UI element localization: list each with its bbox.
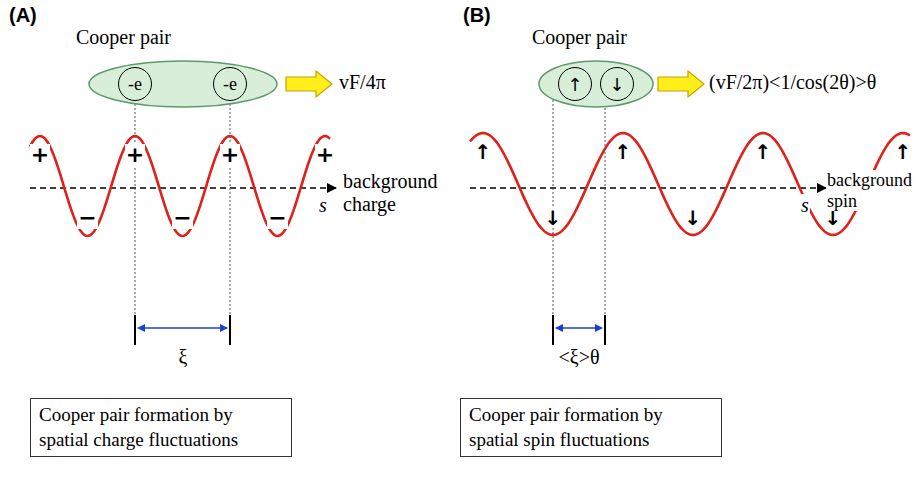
spin-arrow: ↑	[894, 142, 913, 162]
node-heading: Cooper pair	[532, 26, 627, 49]
guide-line	[230, 100, 231, 315]
axis-label: background spin	[826, 170, 914, 211]
charge-sign: −	[172, 207, 192, 229]
cooper-pair-ellipse: Cooper pair↑↓	[538, 60, 654, 108]
panel-label: (A)	[8, 4, 38, 27]
particle-label: ↑	[567, 74, 582, 95]
spin-arrow: ↑	[474, 142, 493, 162]
length-arrow	[556, 327, 602, 329]
length-label: <ξ>θ	[557, 346, 600, 369]
axis-symbol: s	[318, 194, 328, 217]
particle-circle: ↑	[558, 67, 592, 101]
axis-line	[30, 187, 336, 189]
charge-sign: +	[125, 144, 145, 166]
cooper-pair-ellipse: Cooper pair-e-e	[88, 60, 278, 108]
velocity-arrow	[658, 71, 704, 97]
bracket-line	[134, 315, 136, 345]
ellipse-outline	[538, 60, 654, 108]
charge-wave	[30, 136, 330, 236]
charge-sign: −	[77, 207, 97, 229]
length-arrow	[138, 327, 227, 329]
guide-line	[605, 100, 606, 315]
particle-circle: ↓	[600, 67, 634, 101]
caption-text: Cooper pair formation by spatial charge …	[39, 403, 283, 452]
particle-label: -e	[223, 74, 237, 95]
panel-label: (B)	[462, 4, 492, 27]
caption-box: Cooper pair formation by spatial spin fl…	[460, 398, 722, 457]
charge-sign: +	[315, 144, 335, 166]
charge-sign: −	[267, 207, 287, 229]
velocity-label: vF/4π	[338, 71, 387, 94]
node-heading: Cooper pair	[76, 26, 171, 49]
axis-line	[470, 187, 826, 189]
caption-box: Cooper pair formation by spatial charge …	[30, 398, 292, 457]
spin-arrow: ↓	[684, 208, 703, 228]
guide-line	[135, 100, 136, 315]
particle-label: -e	[128, 74, 142, 95]
charge-sign: +	[30, 144, 50, 166]
velocity-label: (vF/2π)<1/cos(2θ)>θ	[708, 71, 877, 94]
bracket-line	[552, 315, 554, 345]
particle-circle: -e	[118, 67, 152, 101]
axis-symbol: s	[800, 194, 810, 217]
charge-sign: +	[220, 144, 240, 166]
particle-label: ↓	[609, 74, 624, 95]
bracket-line	[604, 315, 606, 345]
spin-arrow: ↑	[754, 142, 773, 162]
ellipse-outline	[88, 60, 278, 108]
length-label: ξ	[178, 346, 189, 369]
spin-arrow: ↓	[544, 208, 563, 228]
particle-circle: -e	[213, 67, 247, 101]
spin-arrow: ↑	[614, 142, 633, 162]
bracket-line	[229, 315, 231, 345]
velocity-arrow	[286, 71, 332, 97]
caption-text: Cooper pair formation by spatial spin fl…	[469, 403, 713, 452]
axis-label: background charge	[342, 170, 444, 216]
